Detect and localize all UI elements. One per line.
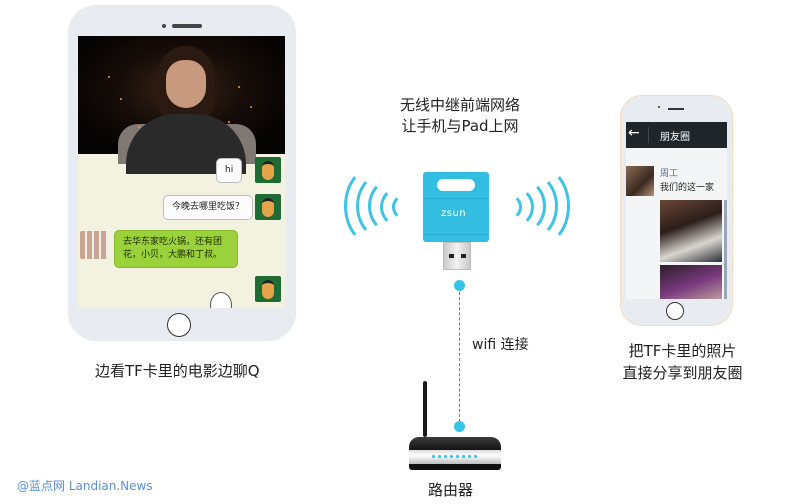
wifi-wave-icon xyxy=(492,193,522,221)
phone-speaker xyxy=(668,108,684,110)
spark xyxy=(228,121,230,123)
tablet-screen: hi 今晚去哪里吃饭？ 去华东家吃火锅，还有团花，小贝，大鹏和丁叔。 xyxy=(78,36,285,308)
router-led xyxy=(438,455,441,458)
phone-caption-line1: 把TF卡里的照片 xyxy=(628,342,737,360)
router-led xyxy=(444,455,447,458)
post-text: 我们的这一家 xyxy=(660,183,715,193)
phone-caption: 把TF卡里的照片 直接分享到朋友圈 xyxy=(600,340,765,384)
spark xyxy=(108,76,110,78)
back-arrow-icon[interactable]: ← xyxy=(628,125,640,141)
post-photo[interactable] xyxy=(660,200,722,262)
router-led xyxy=(450,455,453,458)
usb-hole xyxy=(461,254,466,258)
tablet-speaker xyxy=(172,24,202,28)
usb-connector xyxy=(443,242,471,270)
router-led xyxy=(456,455,459,458)
phone-caption-line2: 直接分享到朋友圈 xyxy=(622,364,743,382)
connection-dashed-line xyxy=(459,292,460,422)
chat-bubble-sent: 今晚去哪里吃饭？ xyxy=(163,195,254,220)
movie-frame xyxy=(78,36,285,174)
router-base xyxy=(409,464,501,470)
wifi-wave-icon xyxy=(356,172,412,240)
chat-bubble-received: 去华东家吃火锅，还有团花，小贝，大鹏和丁叔。 xyxy=(114,230,238,268)
wifi-wave-icon xyxy=(502,172,558,240)
connection-dot-bottom xyxy=(454,421,465,432)
router-led xyxy=(468,455,471,458)
connection-dot-top xyxy=(454,280,465,291)
router-antenna xyxy=(423,381,427,437)
avatar-me xyxy=(255,194,281,220)
tablet-camera xyxy=(162,24,166,28)
wifi-wave-icon xyxy=(496,178,546,234)
headline-line2: 让手机与Pad上网 xyxy=(401,117,519,135)
avatar-me xyxy=(255,276,281,302)
usb-hole xyxy=(449,254,454,258)
device-seam xyxy=(423,234,489,235)
moments-header: ← 朋友圈 xyxy=(626,122,727,148)
spark xyxy=(250,106,252,108)
wifi-connection-label: wifi 连接 xyxy=(472,337,529,353)
wifi-wave-icon xyxy=(492,186,534,228)
spark xyxy=(138,126,140,128)
router-front-panel xyxy=(409,450,501,464)
spark xyxy=(238,86,240,88)
headline-line1: 无线中继前端网络 xyxy=(399,96,520,114)
header-divider xyxy=(648,127,649,143)
tablet-device: hi 今晚去哪里吃饭？ 去华东家吃火锅，还有团花，小贝，大鹏和丁叔。 xyxy=(68,5,296,341)
post-author-name[interactable]: 周工 xyxy=(660,169,679,179)
phone-home-button[interactable] xyxy=(666,302,684,320)
router-led xyxy=(462,455,465,458)
wifi-wave-icon xyxy=(510,166,570,246)
tablet-home-button[interactable] xyxy=(167,313,191,337)
wifi-wave-icon xyxy=(368,178,418,234)
phone-screen: ← 朋友圈 周工 我们的这一家 xyxy=(626,122,727,299)
router-led xyxy=(474,455,477,458)
post-photo[interactable] xyxy=(660,265,722,299)
phone-device: ← 朋友圈 周工 我们的这一家 xyxy=(620,95,733,326)
post-photo[interactable] xyxy=(724,200,727,299)
headline: 无线中继前端网络 让手机与Pad上网 xyxy=(370,95,550,137)
spark xyxy=(120,98,122,100)
phone-camera xyxy=(658,106,660,108)
router-icon xyxy=(409,437,501,451)
moments-title: 朋友圈 xyxy=(660,132,690,143)
watermark: @蓝点网 Landian.News xyxy=(17,479,153,493)
router-led xyxy=(432,455,435,458)
wifi-wave-icon xyxy=(380,186,422,228)
device-seam xyxy=(423,198,489,199)
chat-bubble-sent: hi xyxy=(216,158,243,183)
tablet-caption: 边看TF卡里的电影边聊Q xyxy=(95,362,260,380)
brand-logo: zsun xyxy=(441,208,467,219)
wifi-wave-icon xyxy=(392,193,422,221)
avatar-me xyxy=(255,157,281,183)
movie-figure-face xyxy=(166,60,206,108)
avatar-friend xyxy=(80,231,108,259)
post-author-avatar[interactable] xyxy=(626,166,654,196)
zsun-wifi-card-reader: zsun xyxy=(423,172,489,242)
wifi-wave-icon xyxy=(344,166,404,246)
sticker-egg xyxy=(210,292,232,308)
lanyard-slot xyxy=(437,179,475,191)
router-label: 路由器 xyxy=(428,481,474,499)
